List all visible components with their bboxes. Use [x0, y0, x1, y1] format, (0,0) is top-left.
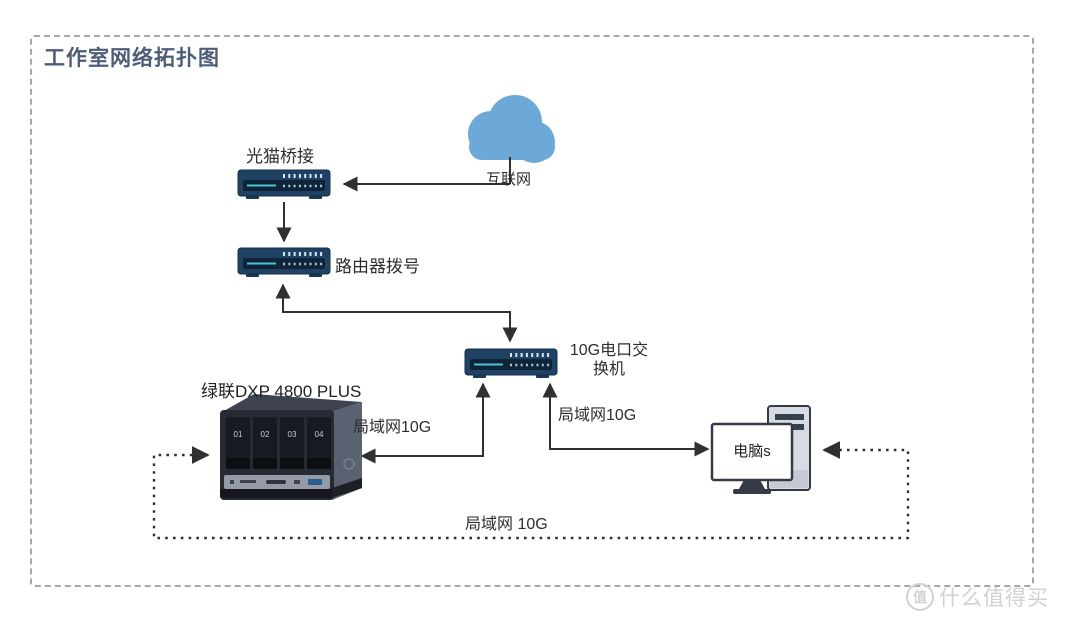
smzdm-watermark: 值 什么值得买: [906, 582, 1049, 612]
nas-bay4-label: 04: [315, 430, 324, 439]
pc-monitor-screen: [710, 422, 794, 482]
modem-device-icon: [236, 168, 332, 201]
link-nas-to-pc-direct: [152, 441, 910, 540]
lan-nas-link-label: 局域网10G: [353, 419, 432, 436]
internet-label: 互联网: [486, 171, 532, 188]
switch-label-line1: 10G电口交: [569, 342, 649, 359]
lan-pc-link-label: 局域网10G: [558, 407, 637, 424]
internet-cloud-icon: [468, 95, 555, 163]
diagram-title: 工作室网络拓扑图: [44, 47, 220, 70]
nas-label: 绿联DXP 4800 PLUS: [201, 382, 362, 401]
smzdm-logo-icon: 值: [906, 583, 934, 611]
nas-device-icon: 01 02 03 04: [220, 394, 362, 500]
lan-direct-link-label: 局域网 10G: [465, 516, 548, 533]
switch-device-icon: [463, 347, 559, 380]
nas-bay1-label: 01: [234, 430, 243, 439]
nas-bay2-label: 02: [261, 430, 270, 439]
switch-label-line2: 换机: [592, 361, 625, 378]
diagram-dashed-border: [30, 35, 1034, 587]
modem-label: 光猫桥接: [246, 147, 314, 166]
smzdm-watermark-text: 什么值得买: [939, 587, 1049, 610]
switch-label: 10G电口交 换机: [561, 341, 657, 379]
pc-label: 电脑s: [733, 443, 771, 460]
router-label: 路由器拨号: [335, 257, 420, 276]
router-device-icon: [236, 246, 332, 279]
pc-device-icon: [710, 405, 811, 494]
nas-bay3-label: 03: [288, 430, 297, 439]
link-router-to-switch: [275, 283, 518, 343]
